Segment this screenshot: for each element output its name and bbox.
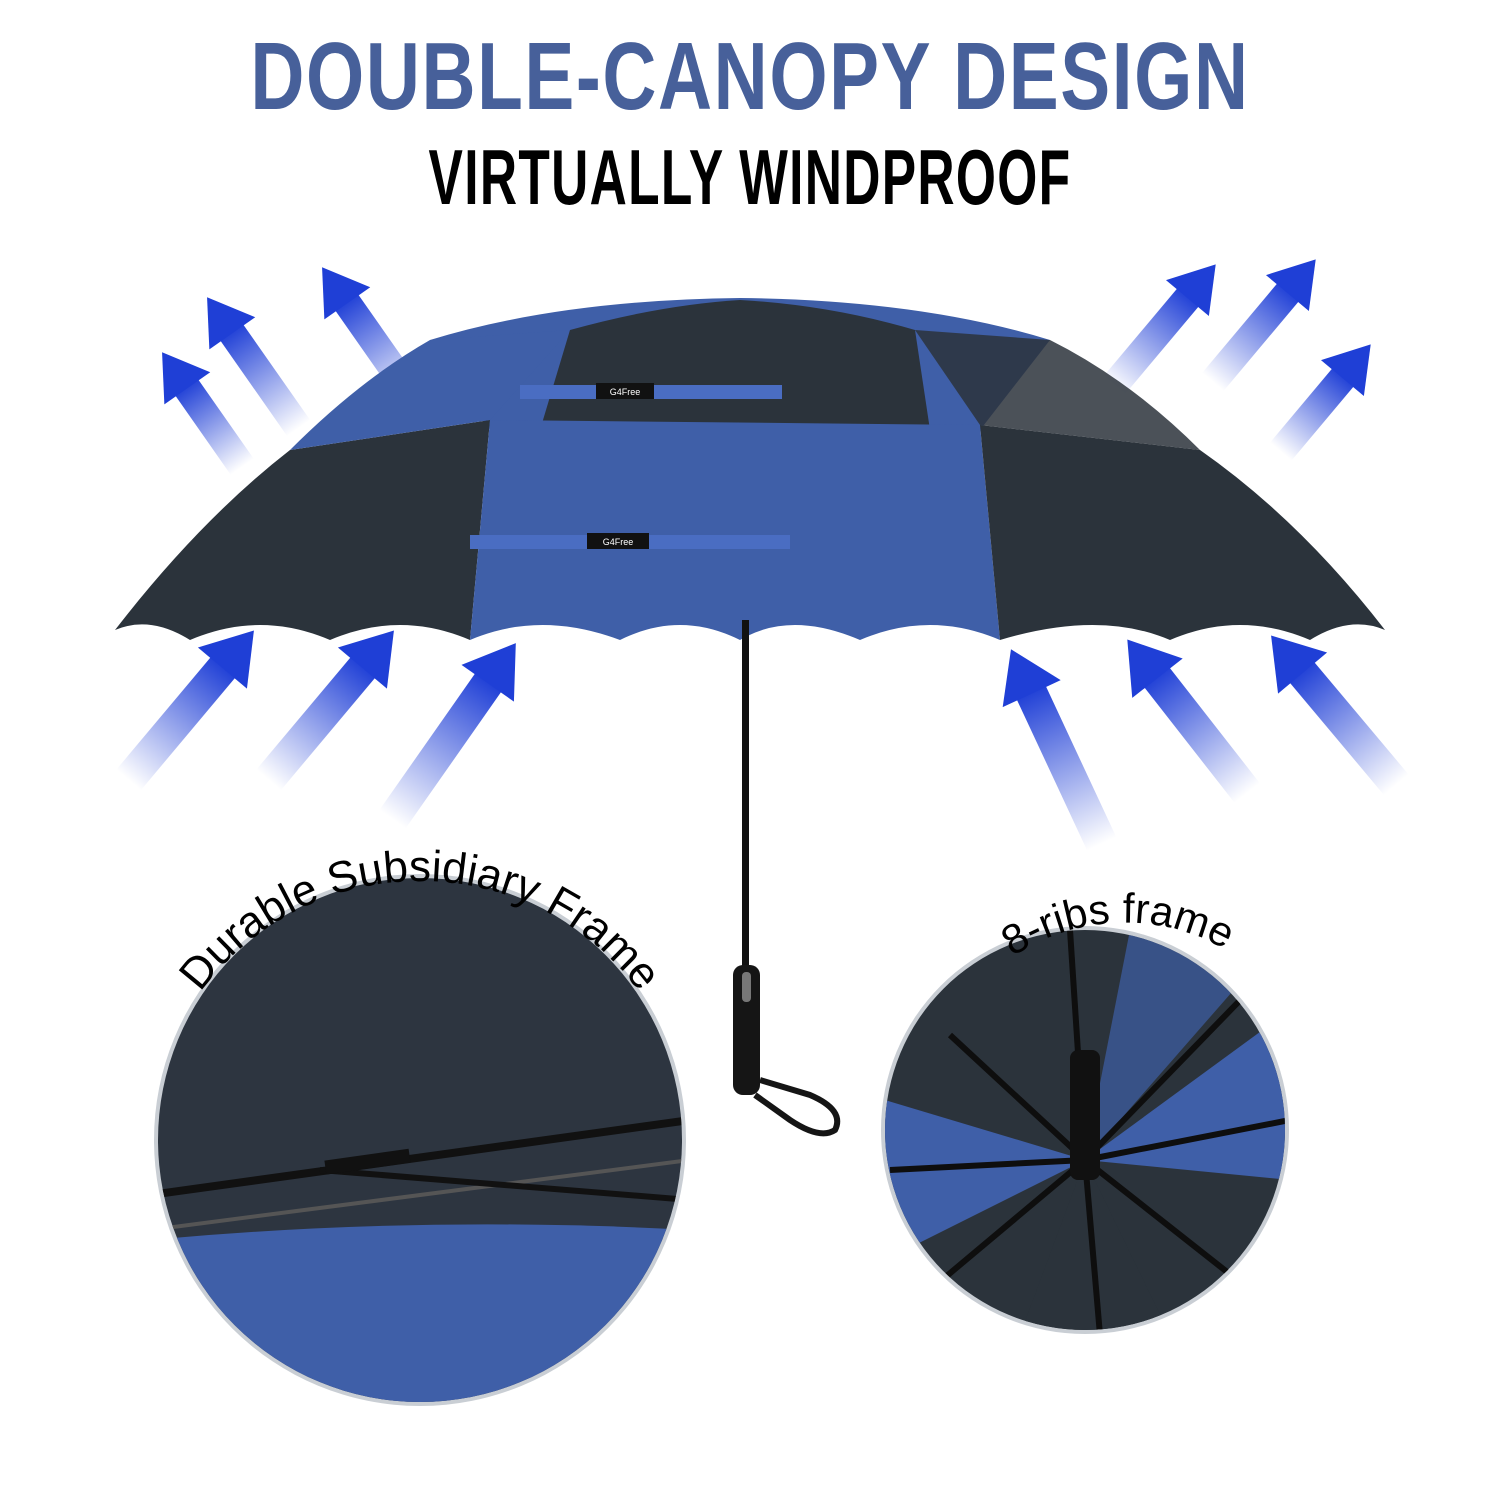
wind-arrows-bottom-right — [1002, 635, 1409, 851]
detail-circle-subsidiary-frame — [154, 874, 686, 1406]
wind-arrows-bottom-left — [116, 630, 516, 829]
canopy-strap-bottom: G4Free — [470, 533, 790, 549]
umbrella-canopy — [115, 298, 1385, 640]
canopy-strap-top: G4Free — [520, 383, 782, 399]
svg-text:G4Free: G4Free — [603, 537, 634, 547]
headline-subtitle: VIRTUALLY WINDPROOF — [428, 133, 1072, 221]
headline-title: DOUBLE-CANOPY DESIGN — [250, 23, 1250, 130]
wind-arrows-top-right — [1102, 259, 1371, 461]
umbrella-handle — [733, 965, 841, 1137]
svg-text:G4Free: G4Free — [610, 387, 641, 397]
umbrella-shaft — [742, 620, 749, 970]
detail-circle-8-ribs — [881, 926, 1289, 1334]
